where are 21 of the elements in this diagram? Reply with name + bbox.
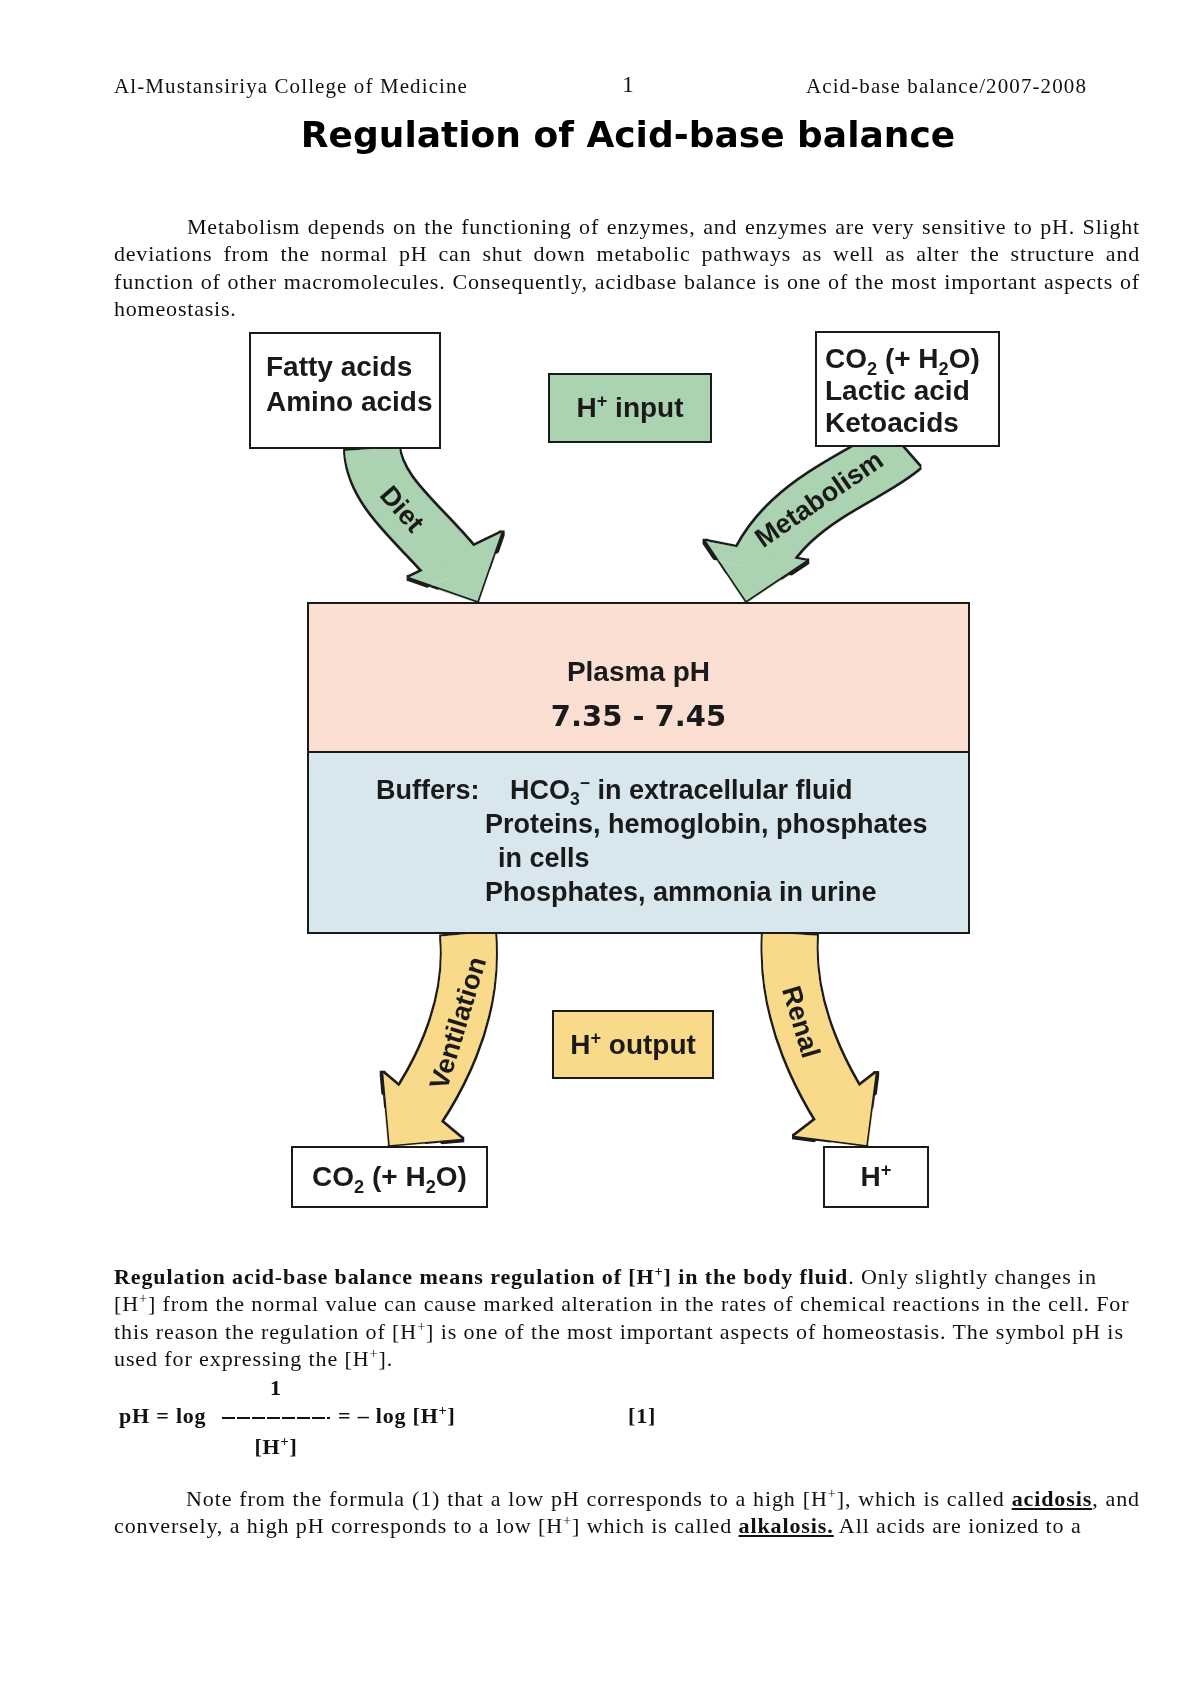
equation-number: [1] [628,1402,657,1430]
product-box: H$^{+}$ [823,1146,929,1208]
paragraph: Regulation acid-base balance means regulation of [H$^{+}$] in the body fluid. Only slightly changes in [H$^{+}$] from the normal value can cause marked alteration in the rates of chemical reactions in the cell. For this reason the regulation of [H$^{+}$] is one of the most important aspects of homeostasis. The symbol pH is used for expressing the [H$^{+}$]. [114,1263,1131,1373]
formula-text: pH = log [119,1402,207,1430]
header-text: Al-Mustansiriya College of Medicine [114,74,468,98]
formula-text: = – log [H$^{+}$] [338,1402,456,1430]
page-title: Regulation of Acid-base balance [300,113,956,157]
header-text: Acid-base balance/2007-2008 [805,74,1087,98]
paragraph: Note from the formula (1) that a low pH corresponds to a high [H$^{+}$], which is called acidosis, and conversely, a high pH corresponds to a low [H$^{+}$] which is called alkalosis. All acids are ionized to a [114,1485,1140,1540]
formula-denominator: [H$^{+}$] [254,1433,298,1461]
formula-numerator: 1 [270,1374,282,1402]
source-box: CO$_{2}$ (+ H$_{2}$O) Lactic acid Ketoacids [815,331,1000,447]
page-number: 1 [622,73,634,97]
output-box: H$^{+}$ output [552,1010,714,1079]
input-box: H$^{+}$ input [548,373,712,443]
paragraph: Metabolism depends on the functioning of enzymes, and enzymes are very sensitive to pH. Slight deviations from the normal pH can shut down metabolic pathways as well as alter the structure and function of other macromolecules. Consequently, acidbase balance is one of the most important aspects of homeostasis. [114,213,1140,323]
buffers-box: HCO$_{3}$$^{−}$ in extracellular fluid Proteins, hemoglobin, phosphates in cells Phosphates, ammonia in urine Buffers: [307,753,970,934]
plasma-ph-box: Plasma pH 7.35 - 7.45 [307,602,970,753]
edge-label: Renal [776,982,825,1062]
source-box: Fatty acids Amino acids [249,332,441,449]
product-box: CO$_{2}$ (+ H$_{2}$O) [291,1146,488,1208]
